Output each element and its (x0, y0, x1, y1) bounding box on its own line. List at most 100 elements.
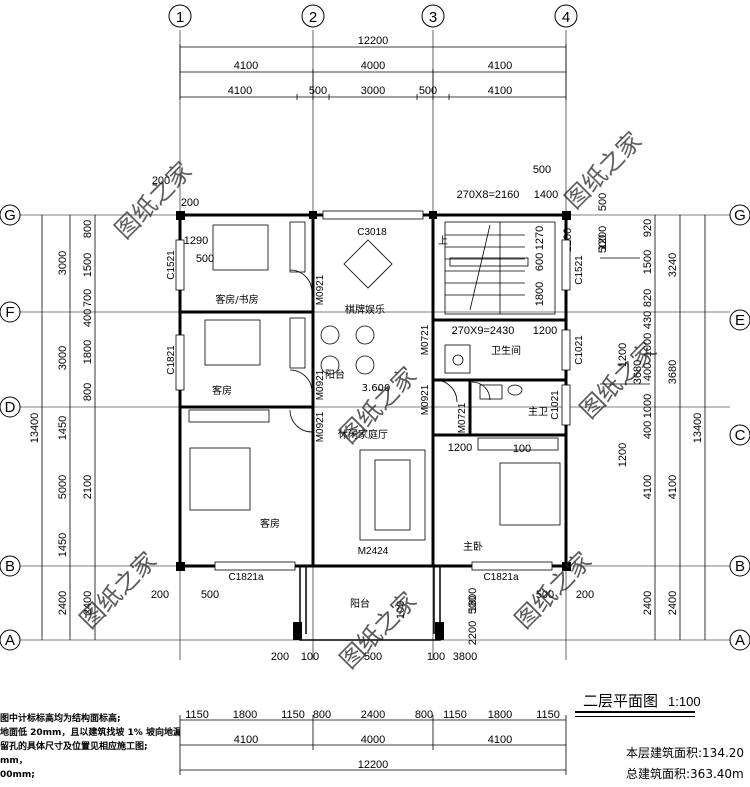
dim-misc-5: 500 (201, 589, 219, 601)
dim-top-detail-2: 500 (309, 85, 327, 97)
dim-top-detail-4: 500 (419, 85, 437, 97)
code-c1821a-left: C1821a (228, 572, 263, 583)
code-m0921-a: M0921 (315, 274, 326, 305)
drawing-scale: 1:100 (668, 694, 701, 709)
code-m0721-b: M0721 (457, 402, 468, 433)
dim-bottom-detail-2: 1800 (233, 709, 257, 721)
dim-misc-8: 200 (576, 589, 594, 601)
axis-label-d-left: D (5, 399, 16, 416)
axis-label-c-right: C (735, 427, 746, 444)
dim-right-small-7: 1800 (467, 588, 479, 612)
dim-bottom-detail-7: 1150 (443, 709, 467, 721)
dim-misc-9: 500 (196, 253, 214, 265)
axis-bubbles (0, 4, 750, 651)
room-balcony-lower: 阳台 (350, 597, 370, 610)
dim-misc-2: 1400 (534, 189, 558, 201)
dim-misc-18: 1800 (534, 282, 546, 306)
right-dimension-lines (600, 215, 706, 640)
dim-top-span-2: 4000 (361, 60, 385, 72)
design-notes: 图中计标标高均为结构面标高; 地面低 20mm，且以建筑找坡 1% 坡向地漏; … (0, 712, 180, 782)
dim-misc-23: 1200 (617, 443, 629, 467)
dim-right-total: 13400 (692, 413, 704, 444)
dim-right-detail-6: 400 (642, 363, 654, 381)
level-mark: 3.600 (362, 383, 391, 394)
dim-right-detail-3: 820 (642, 289, 654, 307)
dim-right-small-1: 500 (597, 193, 609, 211)
room-master-bath: 主卫 (528, 406, 548, 418)
dim-misc-4: 200 (181, 197, 199, 209)
dim-left-span-6: 2400 (57, 591, 69, 615)
dim-stair-2: 270X9=2430 (452, 325, 515, 337)
note-line-3: 留孔的具体尺寸及位置见相应施工图; (0, 742, 148, 752)
code-m0721-a: M0721 (420, 324, 431, 355)
dim-left-span-3: 1450 (57, 416, 69, 440)
dim-left-detail-6: 800 (82, 383, 94, 401)
dim-left-detail-3: 700 (82, 289, 94, 307)
windows (175, 210, 571, 571)
dim-misc-10: 200 (271, 651, 289, 663)
code-m0921-b: M0921 (315, 369, 326, 400)
dim-right-small-2: 1200 (597, 226, 609, 250)
floor-area-label: 本层建筑面积: (626, 746, 703, 760)
room-balcony-upper: 阳台 (325, 368, 345, 381)
dim-right-detail-8: 400 (642, 421, 654, 439)
dim-misc-6: 200 (151, 589, 169, 601)
dim-left-detail-4: 400 (82, 309, 94, 327)
dim-misc-7: 500 (536, 589, 554, 601)
code-c1521-left: C1521 (166, 250, 177, 280)
dim-right-small-6: 1200 (533, 325, 557, 337)
watermark-5: 图纸之家 (74, 547, 162, 635)
dim-misc-12: 500 (364, 651, 382, 663)
code-c1021-a: C1021 (574, 335, 585, 365)
dim-left-detail-5: 1800 (82, 340, 94, 364)
dim-left-detail-7: 2100 (82, 475, 94, 499)
doors (289, 269, 491, 433)
dim-misc-11: 100 (301, 651, 319, 663)
dim-left-span-4: 5000 (57, 475, 69, 499)
code-c1021-b: C1021 (550, 390, 561, 420)
dim-misc-17: 2200 (467, 621, 479, 645)
code-c1821a-right: C1821a (483, 572, 518, 583)
total-area-label: 总建筑面积: (626, 767, 691, 781)
dim-misc-19: 600 (534, 253, 546, 271)
bathroom-fixtures (444, 344, 523, 400)
title-underline (575, 711, 695, 717)
dim-left-span-2: 3000 (57, 346, 69, 370)
room-master-bedroom: 主卧 (463, 540, 483, 553)
dim-top-span-1: 4100 (234, 60, 258, 72)
dim-right-small-4: 500 (597, 235, 609, 253)
note-line-5: 00mm; (0, 770, 35, 780)
dim-misc-22: 100 (513, 443, 531, 455)
total-area-value: 363.40m (690, 767, 744, 781)
bottom-dimension-lines (179, 715, 567, 775)
dim-bottom-detail-8: 1800 (488, 709, 512, 721)
left-dimension-lines (41, 215, 96, 640)
dim-right-detail-5: 1000 (642, 333, 654, 357)
stair-up-label: 上 (438, 235, 448, 247)
dim-bottom-detail-9: 1150 (536, 709, 560, 721)
dim-top-total: 12200 (358, 35, 389, 47)
dim-top-detail-1: 4100 (228, 85, 252, 97)
top-dimension-lines (179, 44, 567, 100)
axis-label-f-left: F (5, 304, 14, 321)
axis-label-a-left: A (5, 632, 15, 649)
room-bathroom: 卫生间 (491, 344, 521, 357)
dim-misc-24: 1200 (617, 343, 629, 367)
dim-misc-21: 1270 (534, 226, 546, 250)
code-c1821: C1821 (166, 345, 177, 375)
code-m2424: M2424 (358, 546, 389, 557)
room-guest-1: 客房 (212, 384, 232, 397)
dim-right-span-4: 2400 (667, 591, 679, 615)
dim-left-span-5: 1450 (57, 533, 69, 557)
axis-label-b-right: B (735, 558, 745, 575)
dim-right-detail-4: 430 (642, 311, 654, 329)
dim-right-span-3: 4100 (667, 475, 679, 499)
dim-right-small-3: 3680 (632, 360, 644, 384)
note-line-1: 图中计标标高均为结构面标高; (0, 714, 121, 724)
floor-area-row: 本层建筑面积:134.20 (626, 744, 744, 761)
dim-left-detail-8: 2400 (82, 591, 94, 615)
dim-bottom-span-3: 4100 (488, 734, 512, 746)
dim-left-detail-1: 800 (82, 220, 94, 238)
